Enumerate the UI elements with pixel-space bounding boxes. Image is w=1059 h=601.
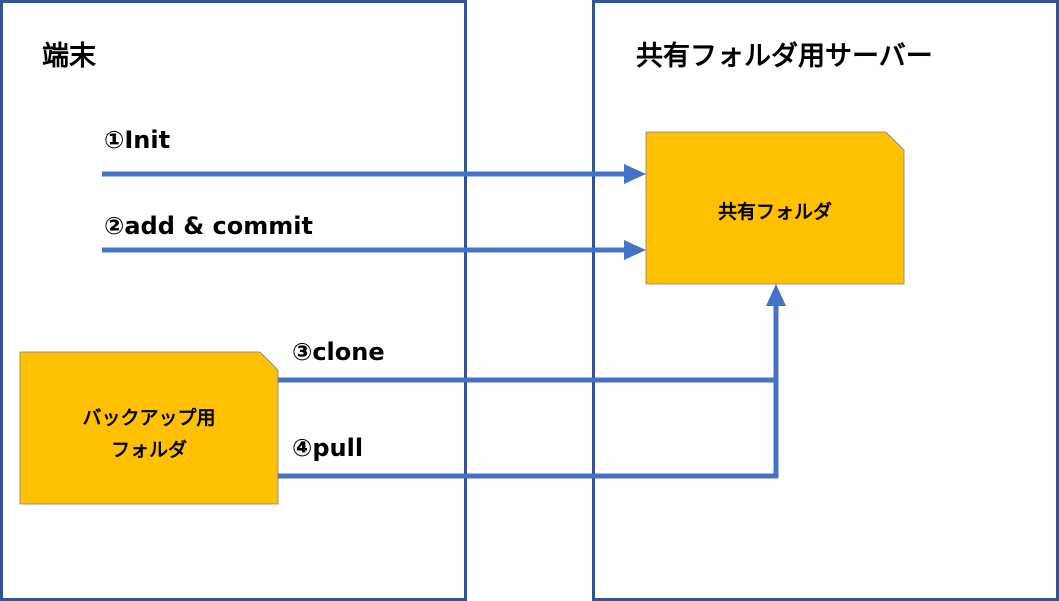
terminal-title: 端末 [42, 41, 96, 72]
backup-folder-label-line1: バックアップ用 [82, 407, 216, 429]
init-label: ①Init [104, 126, 171, 154]
shared-folder-shape [645, 131, 905, 285]
init-arrowhead [624, 164, 646, 184]
shared-folder-label: 共有フォルダ [717, 201, 832, 223]
pull-connector-line [278, 304, 779, 479]
clone-label: ③clone [292, 338, 385, 366]
backup-folder-label-line2: フォルダ [110, 439, 187, 461]
shared-folder-server-panel [592, 0, 1059, 601]
add-commit-label: ②add & commit [104, 212, 313, 240]
add-commit-arrowhead [624, 240, 646, 260]
pull-label: ④pull [292, 434, 364, 462]
backup-folder-shape [19, 351, 279, 505]
backup-folder-label: バックアップ用 フォルダ [20, 402, 278, 466]
shared-folder-up-arrowhead [766, 284, 786, 306]
server-title: 共有フォルダ用サーバー [636, 41, 933, 72]
